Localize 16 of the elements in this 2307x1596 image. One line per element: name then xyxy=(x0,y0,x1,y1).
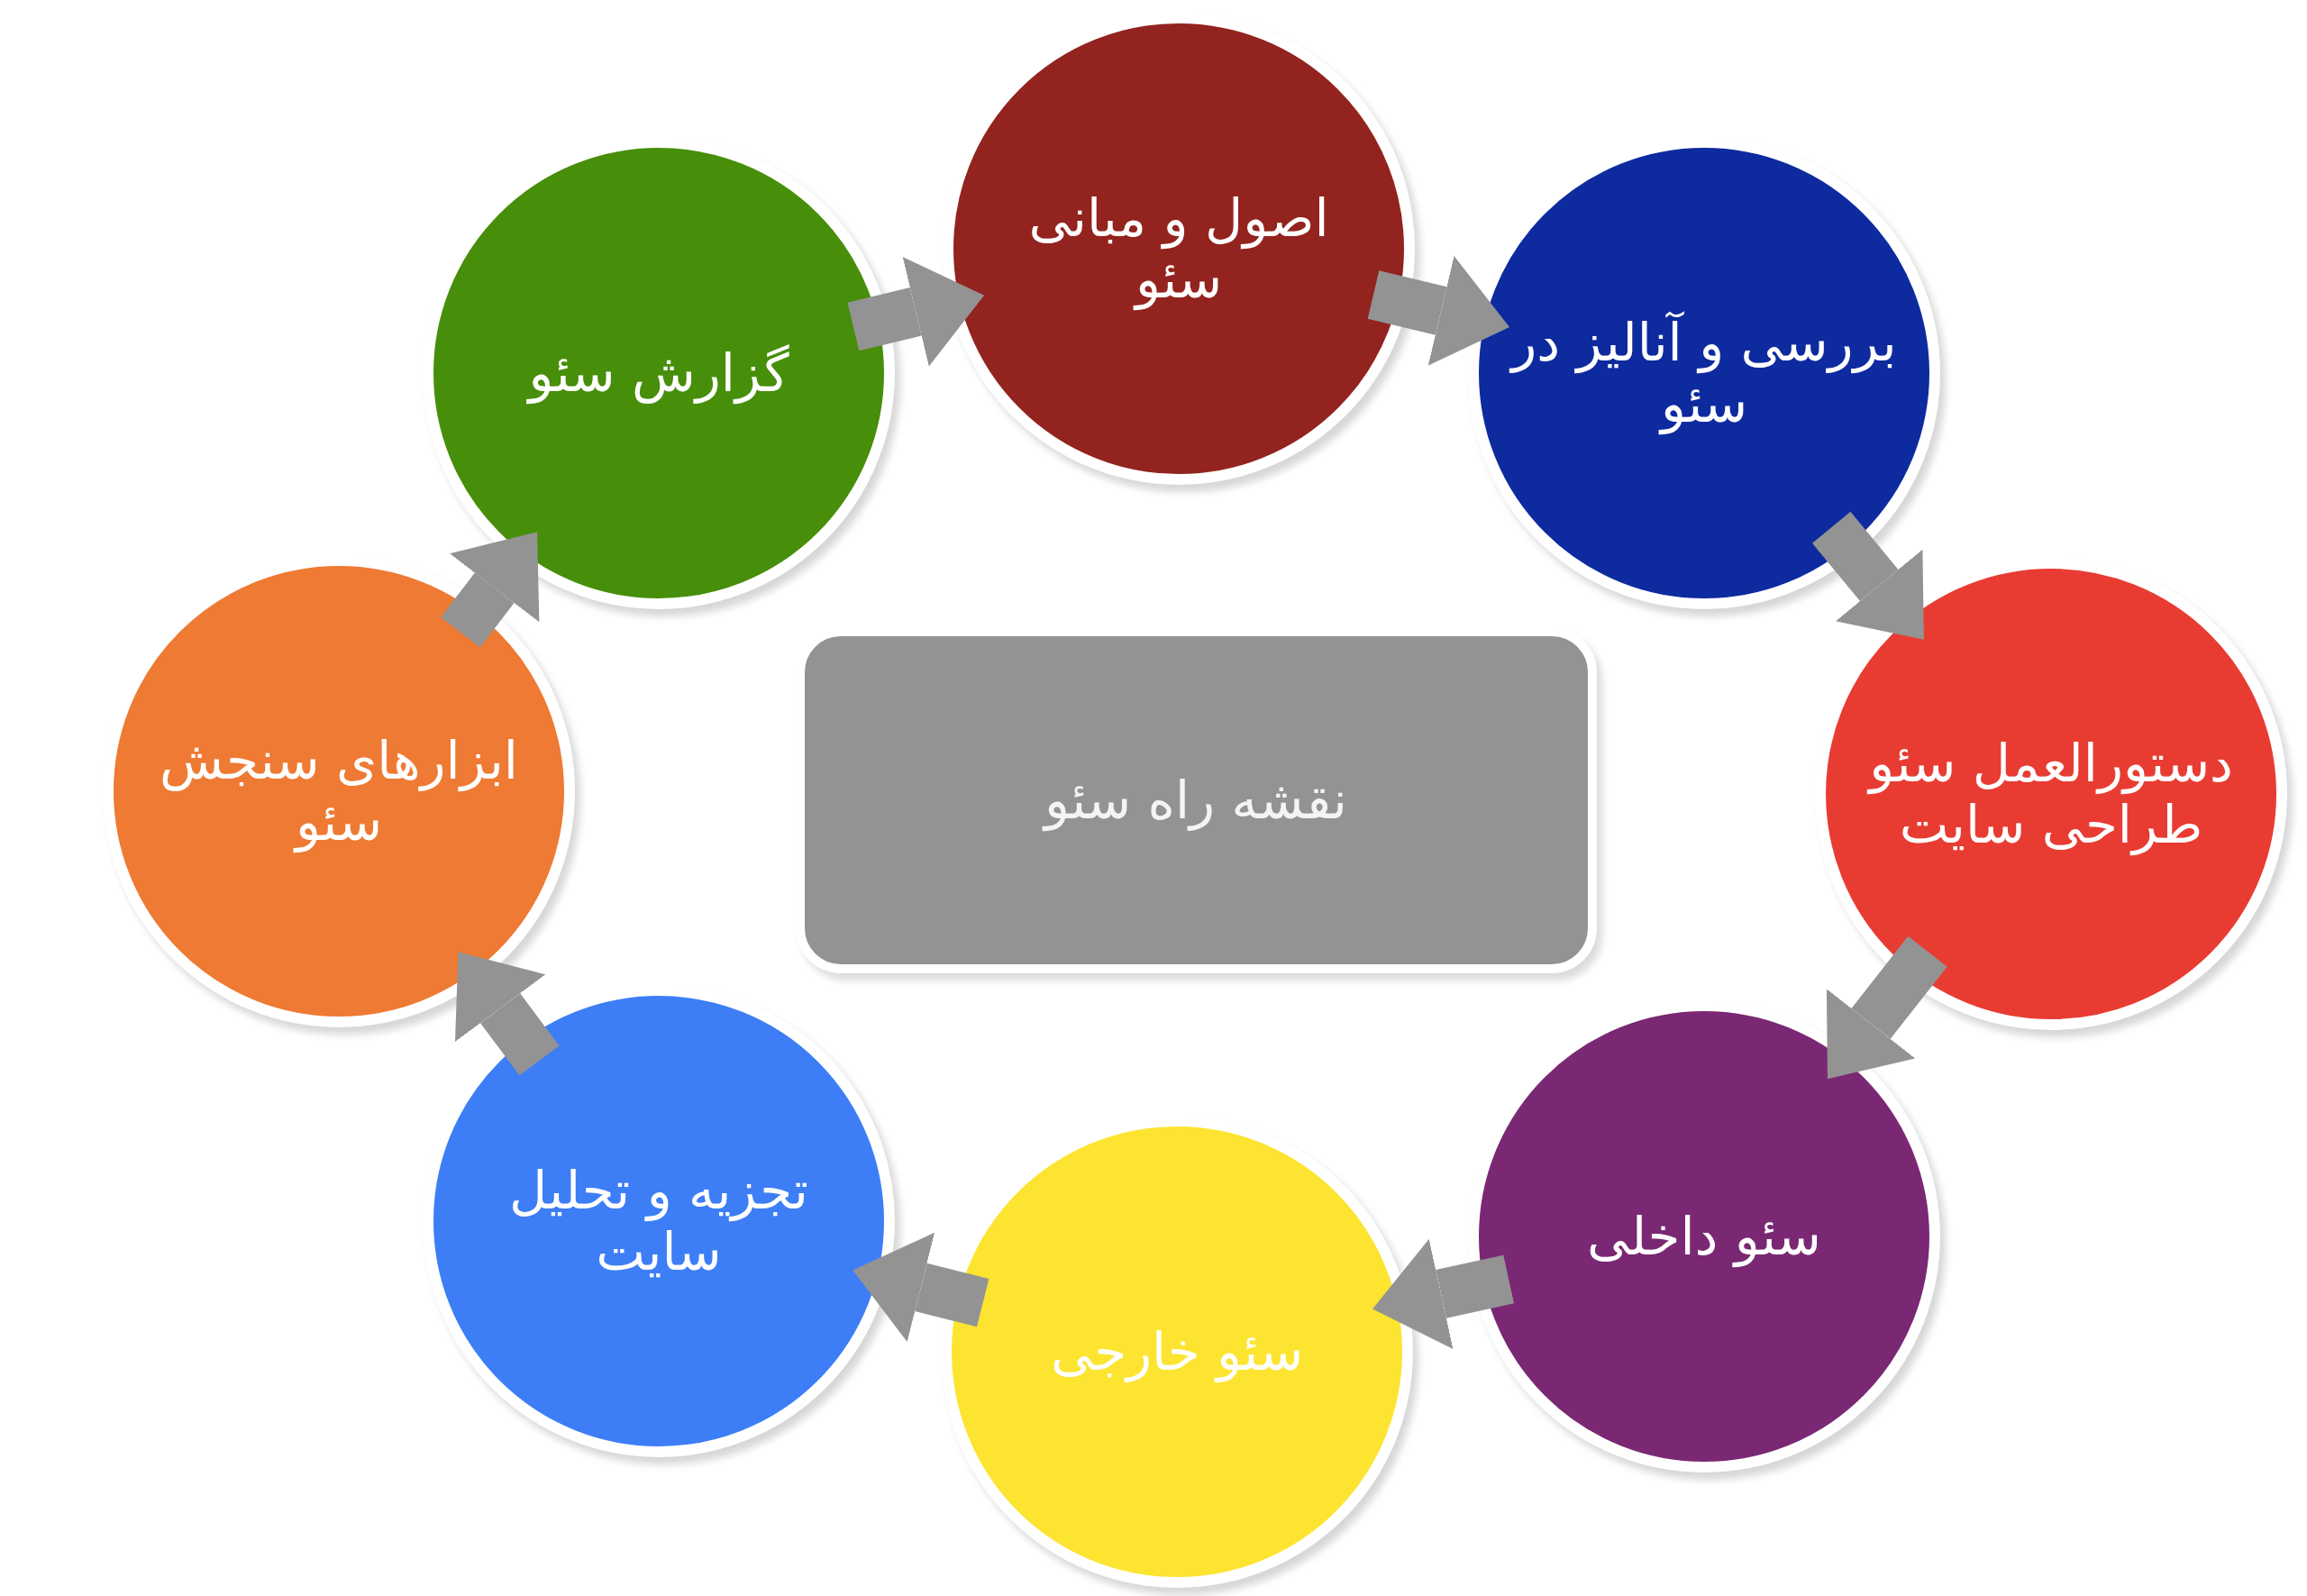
step-text: سئو خارجی xyxy=(1050,1321,1304,1382)
step-text: دستورالعمل سئو طراحی سایت xyxy=(1857,733,2245,855)
block-arrow xyxy=(441,532,540,648)
block-arrow xyxy=(455,952,560,1076)
block-arrow xyxy=(853,1232,989,1342)
step-text: ابزارهای سنجش سئو xyxy=(159,730,519,853)
step-text: گزارش سئو xyxy=(528,342,789,404)
block-arrow xyxy=(847,257,985,367)
block-arrow xyxy=(1372,1238,1514,1349)
block-arrow xyxy=(1812,511,1924,640)
block-arrow xyxy=(1826,935,1947,1080)
step-text: اصول و مبانی سئو xyxy=(1027,187,1330,310)
step-text: بررسی و آنالیز در سئو xyxy=(1492,312,1916,434)
block-arrow xyxy=(1367,256,1509,366)
step-text: تجزیه و تحلیل سایت xyxy=(508,1160,809,1282)
step-text: سئو داخلی xyxy=(1587,1206,1821,1267)
